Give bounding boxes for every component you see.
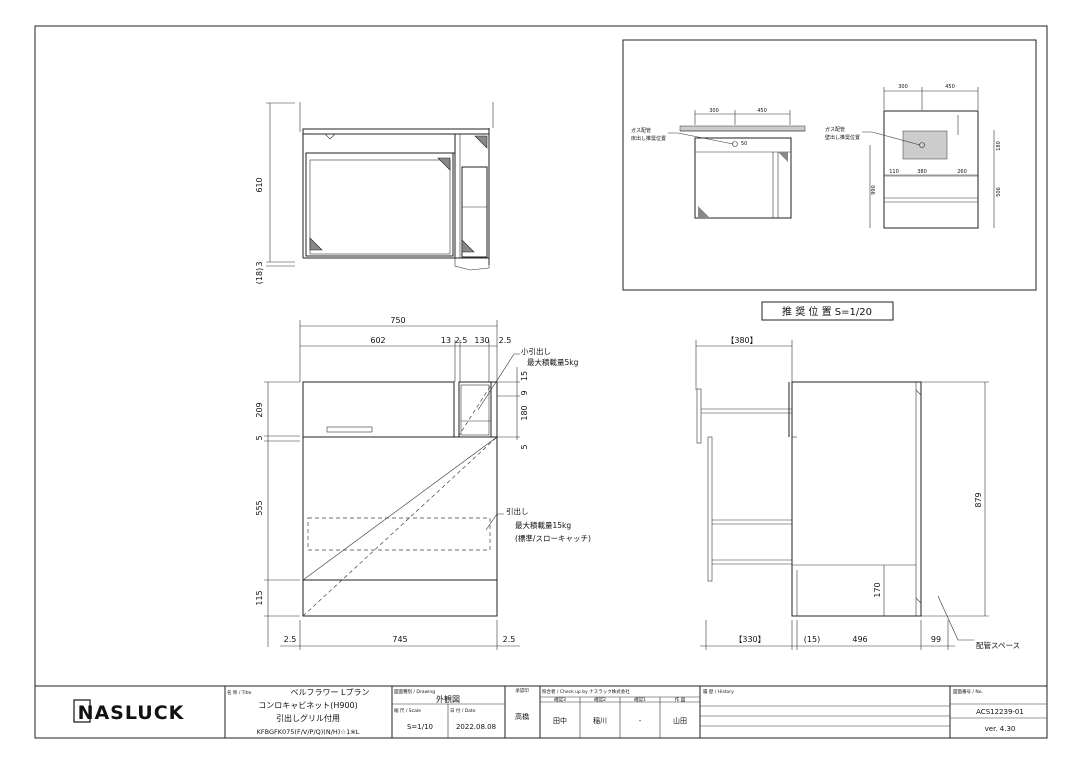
side-dim-879: 879 [974,492,983,507]
front-dim-13: 13 [441,336,451,345]
rec-left-label-1: ガス配管 [631,127,651,134]
front-dim-2-5b: 2.5 [499,336,512,345]
drawing-value: 外観図 [436,694,460,704]
front-dim-5b: 5 [520,444,529,449]
check-col-1: 確認3 [554,696,566,703]
rec-left-label-2: 床出し推奨位置 [631,135,666,142]
side-dim-99: 99 [931,635,941,644]
top-view: 610 3 (18) [255,102,494,284]
rec-right-dim-506: 506 [996,187,1002,197]
check-col-3: 確認1 [634,696,646,703]
title-header: 名 称 / Title [227,689,252,696]
front-dim-9: 9 [520,390,529,395]
front-dim-130: 130 [474,336,489,345]
rec-right-dim-380: 380 [917,169,927,175]
number-header: 図面番号 / No. [953,688,983,695]
rec-left-dim-450: 450 [757,108,767,114]
rec-title: 推 奨 位 置 S=1/20 [782,305,872,318]
scale-header: 縮 尺 / Scale [394,707,421,714]
small-drawer-load: 最大積載量5kg [527,357,579,367]
check-val-3: - [639,717,642,725]
front-dim-750: 750 [390,316,405,325]
front-dim-2-5a: 2.5 [455,336,468,345]
front-dim-180: 180 [520,405,529,420]
check-col-4: 作 図 [675,696,686,703]
title-line-2: コンロキャビネット(H900) [258,701,358,710]
title-line-3: 引出しグリル付用 [276,713,340,723]
approval-value: 高橋 [515,712,529,721]
rec-left-dim-300: 300 [709,108,719,114]
front-dim-115: 115 [255,590,264,605]
check-header: 照合者 / Check up by ナスラック株式会社 [542,688,630,695]
check-val-2: 稲川 [593,716,607,725]
rec-right-label-1: ガス配管 [825,126,845,133]
rec-left-dim-50: 50 [741,141,747,147]
rec-right-label-2: 壁出し推奨位置 [825,134,860,141]
date-header: 日 付 / Date [450,707,476,714]
front-view: 750 602 13 2.5 130 2.5 209 5 555 115 [255,316,591,650]
rec-title-box [761,301,894,321]
title-line-1: ベルフラワー Lプラン [291,688,370,697]
front-dim-602: 602 [370,336,385,345]
side-dim-330: 【330】 [734,635,765,644]
rec-right-dim-450: 450 [945,84,955,90]
rec-right-dim-180: 180 [996,141,1002,151]
version: ver. 4.30 [985,725,1016,733]
check-val-4: 山田 [673,716,687,725]
recommended-inset: 300 450 50 ガス配管 床出し推奨位置 300 450 ガス配管 壁出し… [622,39,1037,291]
check-val-1: 田中 [553,716,567,725]
drawer-label: 引出し [506,506,529,516]
front-dim-209: 209 [255,402,264,417]
front-dim-15: 15 [520,371,529,381]
rec-right-dim-300: 300 [898,84,908,90]
title-block: NASLUCK 名 称 / Title ベルフラワー Lプラン コンロキャビネッ… [34,685,1048,739]
drawing-number: ACS12239-01 [976,708,1024,716]
top-dim-3: 3 [255,261,264,266]
rec-right-dim-260: 260 [957,169,967,175]
date-value: 2022.08.08 [456,723,496,731]
side-dim-380: 【380】 [726,336,757,345]
front-dim-5: 5 [255,435,264,440]
top-dim-18: (18) [255,268,264,284]
drawing-header: 図面種別 / Drawing [394,688,435,695]
small-drawer-label: 小引出し [521,346,551,356]
side-dim-496: 496 [852,635,867,644]
drawer-load: 最大積載量15kg [515,520,571,530]
side-dim-15: (15) [804,635,820,644]
side-dim-170: 170 [873,582,882,597]
front-dim-555: 555 [255,500,264,515]
side-view: 【380】 879 170 配管スペース 【330】 (15) 496 [695,336,1020,650]
nasluck-logo: NASLUCK [78,702,185,724]
top-dim-610: 610 [255,177,264,192]
rec-right-dim-110: 110 [889,169,899,175]
scale-value: S=1/10 [407,723,433,731]
check-col-2: 確認2 [594,696,606,703]
rec-right-dim-990: 990 [871,185,877,195]
drawer-type: (標準/スローキャッチ) [515,533,591,543]
front-dim-2-5d: 2.5 [503,635,516,644]
front-dim-745: 745 [392,635,407,644]
pipe-space-label: 配管スペース [976,640,1020,650]
front-dim-2-5c: 2.5 [284,635,297,644]
title-line-4: KFBGFK075(F/V/P/Q)(N/H)☆1※L [257,728,360,736]
approval-header: 承認印 [515,687,529,694]
history-header: 履 歴 / History [703,689,734,695]
